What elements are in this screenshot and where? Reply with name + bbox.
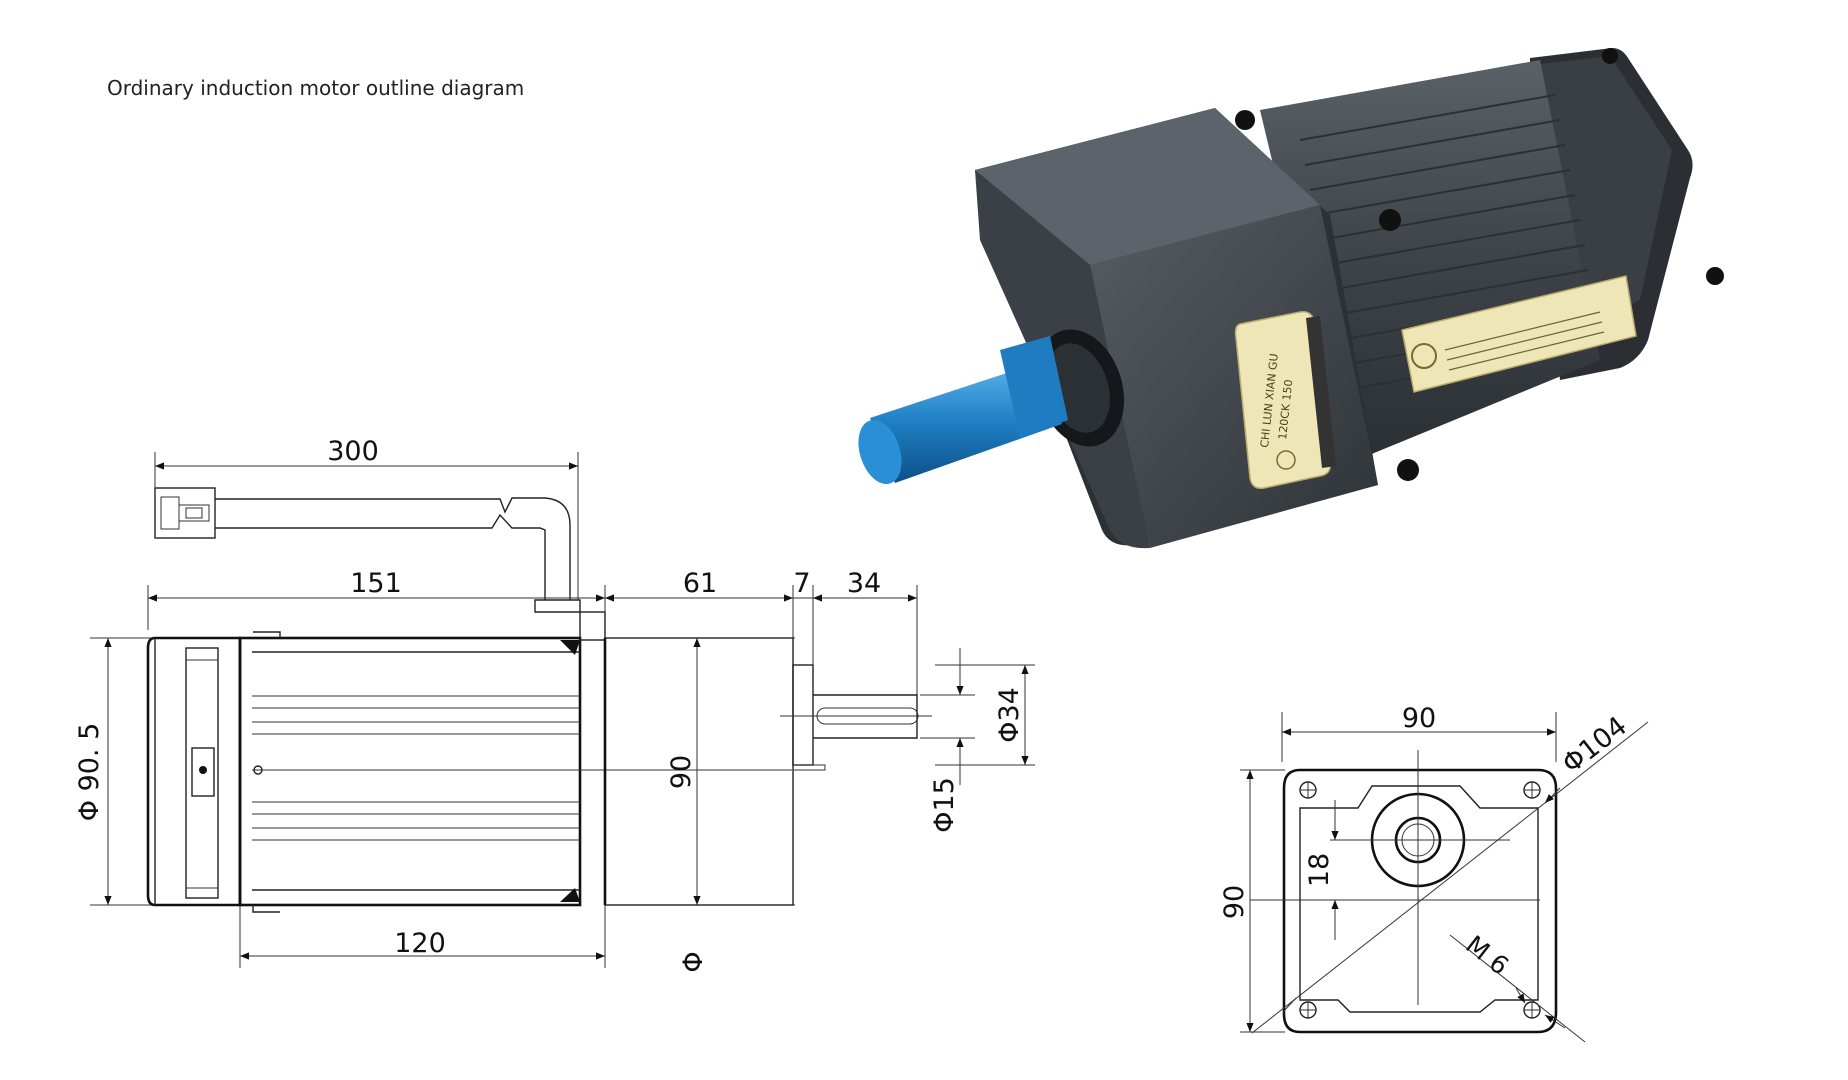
dim-shaft-diameter: Φ15 — [929, 777, 960, 833]
gearbox — [603, 637, 794, 906]
output-shaft-photo — [858, 336, 1068, 484]
dim-gearbox-length: 61 — [683, 568, 717, 599]
dim-stray-phi: Φ — [678, 951, 709, 972]
front-view: 90 90 Φ104 18 M 6 — [1219, 703, 1649, 1043]
motor-body — [146, 611, 792, 913]
dim-cable-length: 300 — [327, 436, 379, 467]
dim-body-diameter: Φ 90. 5 — [74, 723, 105, 822]
dim-hub-diameter: Φ34 — [994, 687, 1025, 743]
output-shaft — [780, 664, 932, 771]
page-title: Ordinary induction motor outline diagram — [107, 76, 525, 100]
dim-body-length: 120 — [394, 928, 446, 959]
gearbox-nameplate: CHI LUN XIAN GU 120CK 150 — [1234, 310, 1336, 490]
dim-front-width: 90 — [1402, 703, 1436, 734]
dim-offset: 18 — [1304, 853, 1335, 887]
body-nameplate — [1401, 275, 1637, 393]
motor-photo: CHI LUN XIAN GU 120CK 150 — [858, 48, 1724, 549]
dim-front-height: 90 — [1219, 885, 1250, 919]
dim-thread: M 6 — [1460, 930, 1514, 981]
dim-shaft-shoulder: 7 — [793, 568, 810, 599]
side-view: 300 151 61 7 34 120 Φ 90. 5 90 Φ34 Φ15 Φ — [74, 436, 1035, 973]
nameplate-model: 120CK 150 — [1276, 379, 1295, 440]
dim-pitch-diameter: Φ104 — [1557, 711, 1633, 780]
dim-shaft-length: 34 — [847, 568, 881, 599]
gearbox-face — [1282, 768, 1558, 1034]
cable-connector — [154, 487, 216, 539]
dim-motor-length: 151 — [350, 568, 402, 599]
dim-gearbox-height: 90 — [666, 755, 697, 789]
